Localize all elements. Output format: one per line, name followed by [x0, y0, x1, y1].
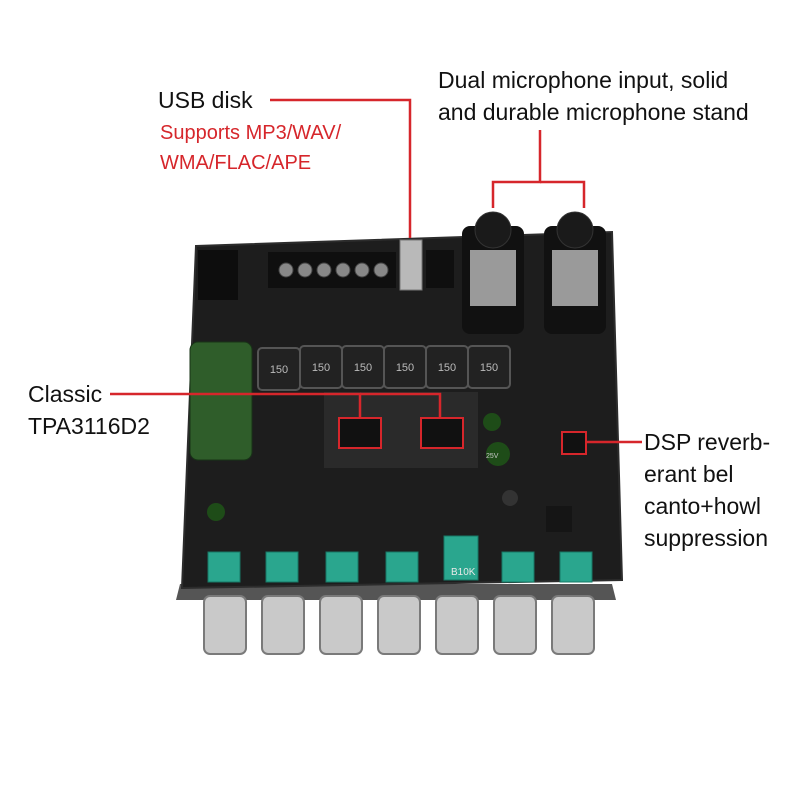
svg-text:150: 150 — [312, 362, 330, 374]
tpa3116-chip-left — [338, 417, 382, 449]
tpa3116-chip-right — [420, 417, 464, 449]
microphone-jack-left — [462, 211, 524, 334]
svg-text:150: 150 — [438, 362, 456, 374]
amplifier-label-line-2: TPA3116D2 — [28, 413, 150, 439]
inductor-markings: 150 150 150 150 150 150 — [270, 362, 498, 376]
dsp-chip — [561, 431, 587, 455]
usb-disk-title: USB disk — [158, 87, 253, 113]
knob-row — [203, 595, 595, 655]
bluetooth-module-chip — [546, 506, 572, 532]
dc-jack — [198, 250, 238, 300]
screw-terminal-block — [268, 252, 396, 288]
small-capacitor — [207, 503, 225, 521]
inductor-row — [257, 345, 511, 391]
dsp-label-line-2: erant bel — [644, 461, 734, 487]
usb-slot — [399, 239, 423, 291]
callout-lines — [110, 98, 642, 444]
amplifier-callout-branch-right — [360, 392, 442, 418]
small-capacitor — [486, 442, 510, 466]
usb-callout-line — [270, 98, 412, 238]
microphone-jack-right — [544, 211, 606, 334]
small-capacitor — [483, 413, 501, 431]
potentiometer-marking: B10K — [451, 567, 476, 578]
mic-callout-line-left — [491, 130, 542, 208]
microphone-label-line-2: and durable microphone stand — [438, 99, 749, 125]
svg-text:150: 150 — [480, 362, 498, 374]
dsp-label-line-4: suppression — [644, 525, 769, 551]
dsp-label-line-1: DSP reverb- — [644, 429, 771, 455]
potentiometer-bases — [207, 535, 593, 583]
svg-text:150: 150 — [354, 362, 372, 374]
microphone-label-line-1: Dual microphone input, solid — [438, 67, 729, 93]
svg-text:150: 150 — [270, 364, 288, 376]
mic-callout-line-right — [540, 180, 586, 208]
small-inductor — [502, 490, 518, 506]
filter-capacitor — [189, 341, 253, 461]
svg-text:150: 150 — [396, 362, 414, 374]
amplifier-label-line-1: Classic — [28, 381, 103, 407]
aux-jack — [426, 250, 454, 288]
usb-formats-line-1: Supports MP3/WAV/ — [160, 122, 342, 144]
dsp-label-line-3: canto+howl — [644, 493, 761, 519]
capacitor-marking: 25V — [486, 453, 499, 460]
usb-formats-line-2: WMA/FLAC/APE — [160, 152, 312, 174]
